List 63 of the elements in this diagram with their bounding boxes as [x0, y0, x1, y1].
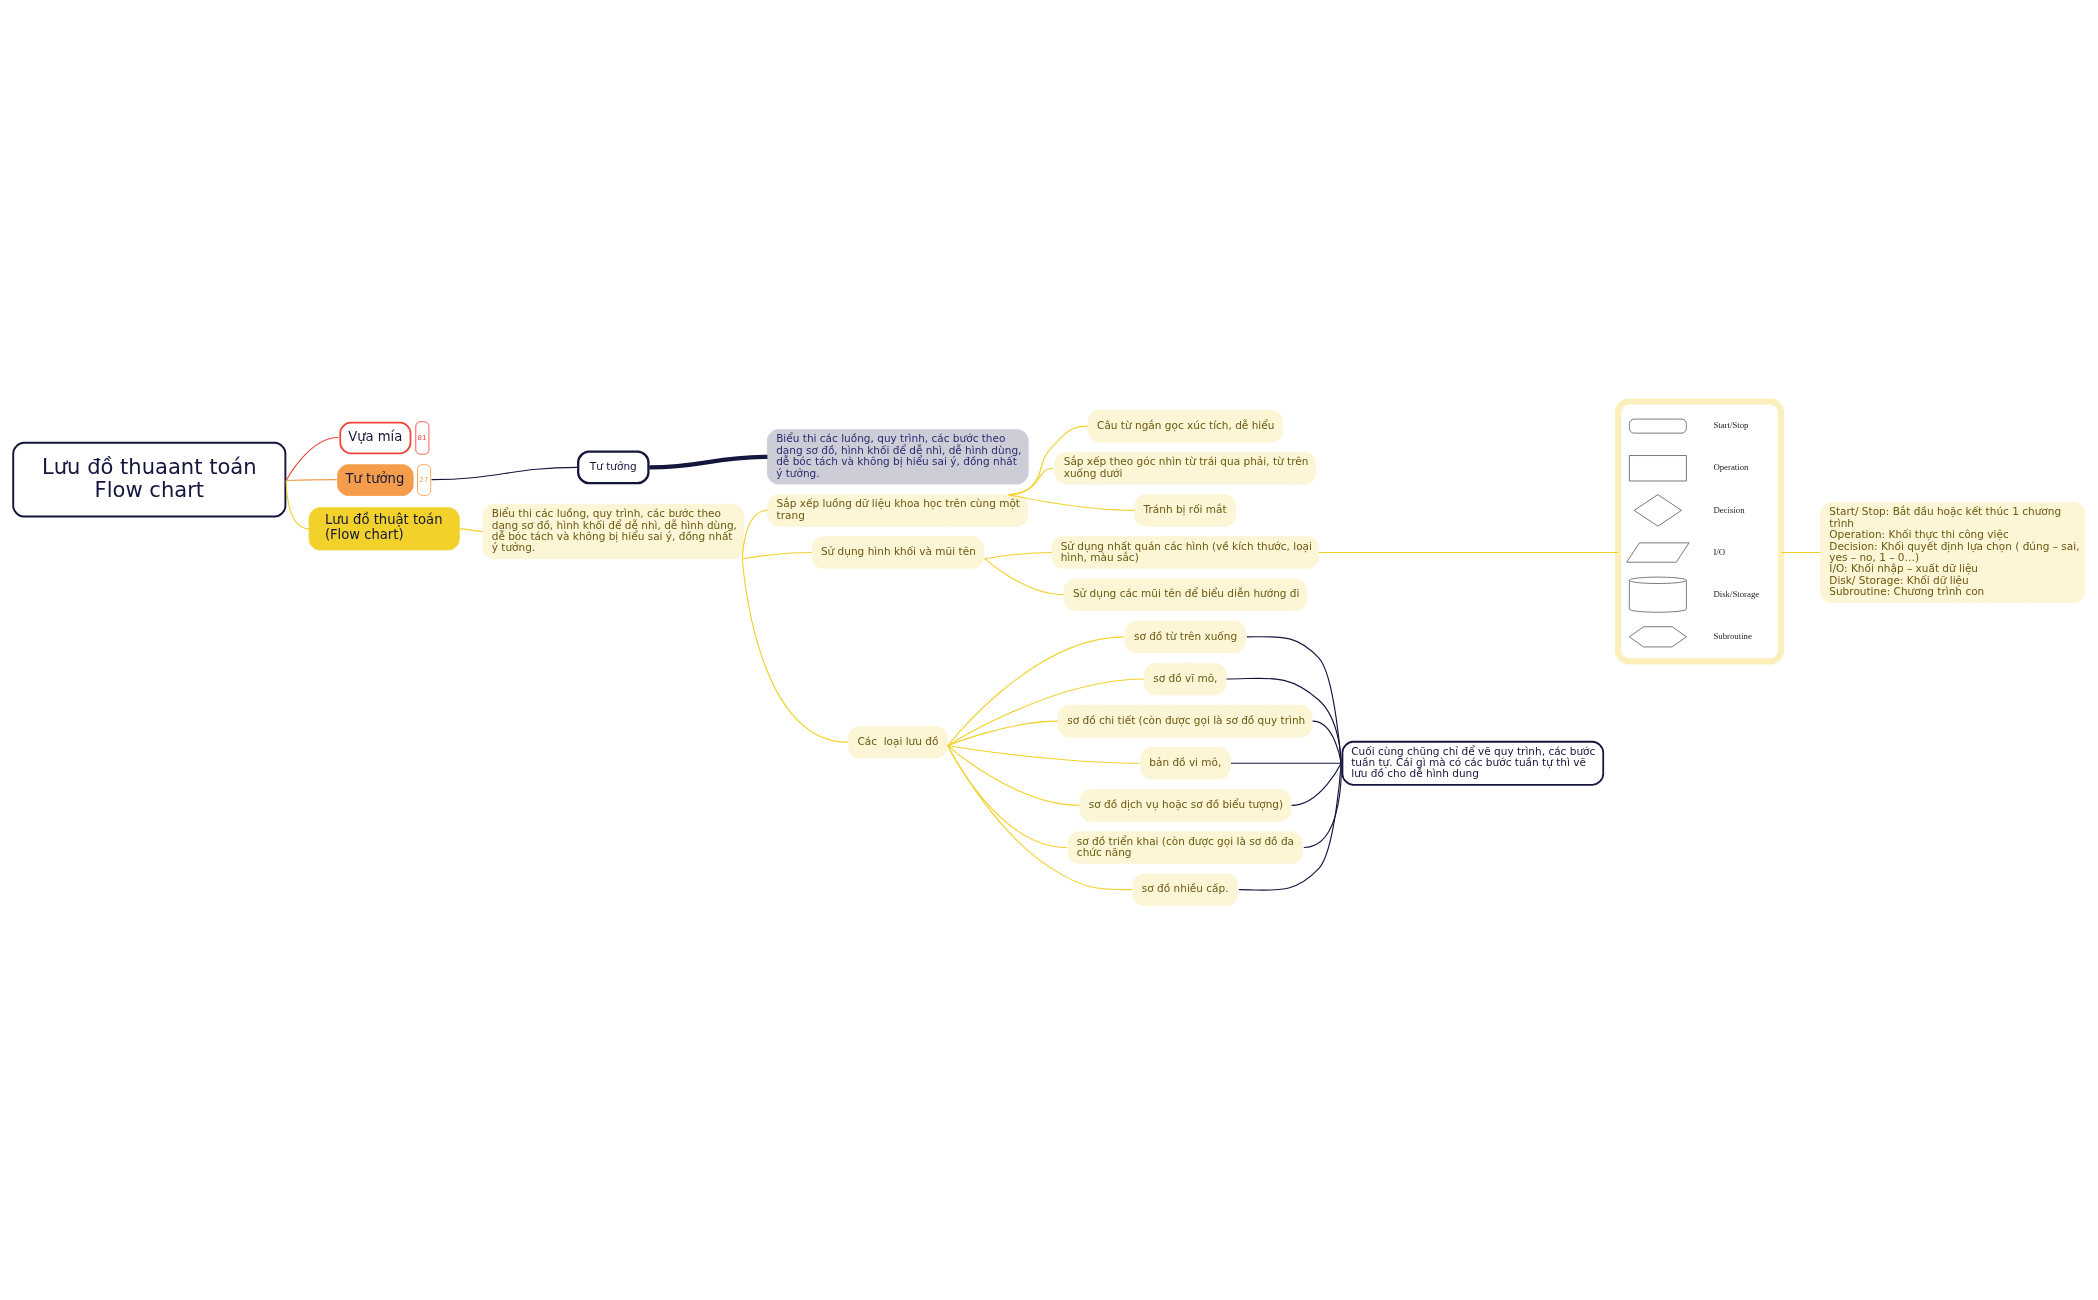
- node-box: Sử dụng hình khối và mũi tên: [811, 536, 984, 569]
- node-label: 81: [417, 432, 427, 442]
- node-diamond: [1633, 494, 1682, 527]
- node-capsule: [1628, 418, 1687, 434]
- connector: [431, 466, 578, 481]
- node-box: Sử dụng nhất quán các hình (về kích thước, loại hình, màu sắc): [1051, 536, 1320, 569]
- connector: [984, 551, 1053, 560]
- connector: [1318, 551, 1619, 554]
- connector: [1230, 762, 1342, 764]
- connector: [1312, 720, 1342, 764]
- node-box: bản đồ vi mô,: [1140, 747, 1231, 780]
- connector: [947, 636, 1125, 747]
- node-box: sơ đồ vĩ mô,: [1144, 662, 1227, 696]
- node-box: Các loại lưu đồ: [848, 725, 948, 759]
- node-box: Cuối cùng chũng chỉ để vẽ quy trình, các bước tuần tự. Cái gì mà có các bước tuần tự thì vẽ lưu đồ cho dễ hình dung: [1341, 740, 1605, 786]
- connector: [1780, 551, 1822, 554]
- node-box: Tư tưởng: [577, 450, 650, 485]
- connector: [741, 509, 768, 560]
- node-parallelogram: [1626, 542, 1690, 563]
- connector: [458, 528, 484, 533]
- connector: [741, 558, 849, 743]
- node-box: Tránh bị rối mắt: [1134, 494, 1237, 527]
- connector: [947, 745, 1133, 891]
- node-box: Sắp xếp luồng dữ liệu khoa học trên cùng một trang: [767, 494, 1029, 527]
- connector: [947, 678, 1145, 747]
- node-box: Biểu thi các luồng, quy trình, các bước theo dạng sơ đồ, hình khối để dễ nhì, dễ hình dùng, dễ bóc tách và không bị hiểu sai ý, đồng nhất ý tưởng.: [482, 503, 745, 560]
- node-box: sơ đồ dịch vụ hoặc sơ đồ biểu tượng): [1079, 789, 1292, 822]
- node-box: [1628, 455, 1687, 482]
- node-box: Sắp xếp theo góc nhìn từ trái qua phải, từ trên xuống dưới: [1054, 452, 1317, 485]
- node-hexagon: [1628, 626, 1687, 648]
- node-box: sơ đồ từ trên xuống: [1124, 620, 1246, 654]
- node-box: Câu từ ngắn gọc xúc tích, dễ hiểu: [1087, 409, 1283, 443]
- connector: [1246, 636, 1342, 764]
- connector: [984, 558, 1064, 596]
- node-label: Subroutine: [1713, 631, 1752, 642]
- connector: [947, 745, 1068, 849]
- node-box: Lưu đồ thuật toán (Flow chart): [308, 507, 460, 551]
- node-box: sơ đồ triển khai (còn được gọi là sơ đồ đa chức năng: [1067, 831, 1303, 864]
- connector: [649, 454, 768, 470]
- connector: [947, 720, 1059, 747]
- connector: [285, 479, 338, 482]
- node-box: sơ đồ nhiều cấp.: [1132, 873, 1238, 906]
- connector: [947, 745, 1080, 806]
- node-label: I/O: [1713, 546, 1726, 557]
- node-label: Start/Stop: [1713, 420, 1749, 431]
- connector: [1007, 494, 1135, 511]
- node-label: Decision: [1713, 504, 1745, 515]
- connector: [1238, 762, 1342, 891]
- node-label: Operation: [1713, 462, 1749, 473]
- node-label: 27: [419, 474, 429, 484]
- connector: [1226, 677, 1342, 764]
- connector: [285, 436, 340, 482]
- connector: [741, 551, 813, 560]
- node-box: Lưu đồ thuaant toán Flow chart: [12, 441, 287, 518]
- cluster: [1615, 398, 1785, 665]
- node-label: Disk/Storage: [1713, 588, 1760, 599]
- node-box: Sử dụng các mũi tên để biểu diễn hướng đi: [1063, 578, 1307, 611]
- connector: [285, 480, 310, 530]
- node-box: Start/ Stop: Bắt đầu hoặc kết thúc 1 chương trình Operation: Khối thực thi công việc Decision: Khối quyết định lựa chọn ( đúng – sai, yes – no, 1 – 0…) I/O: Khối nhập – xuất dữ liệu Disk/ Storage: Khối dữ liệu Subroutine: Chương trình con: [1820, 502, 2086, 604]
- connector: [1290, 762, 1342, 806]
- node-box: Biểu thi các luồng, quy trình, các bước theo dạng sơ đồ, hình khối để dễ nhì, dễ hình dùng, dễ bóc tách và không bị hiểu sai ý, đồng nhất ý tưởng.: [766, 429, 1029, 485]
- connector: [947, 745, 1141, 764]
- node-box: sơ đồ chi tiết (còn được gọi là sơ đồ quy trình: [1058, 704, 1313, 738]
